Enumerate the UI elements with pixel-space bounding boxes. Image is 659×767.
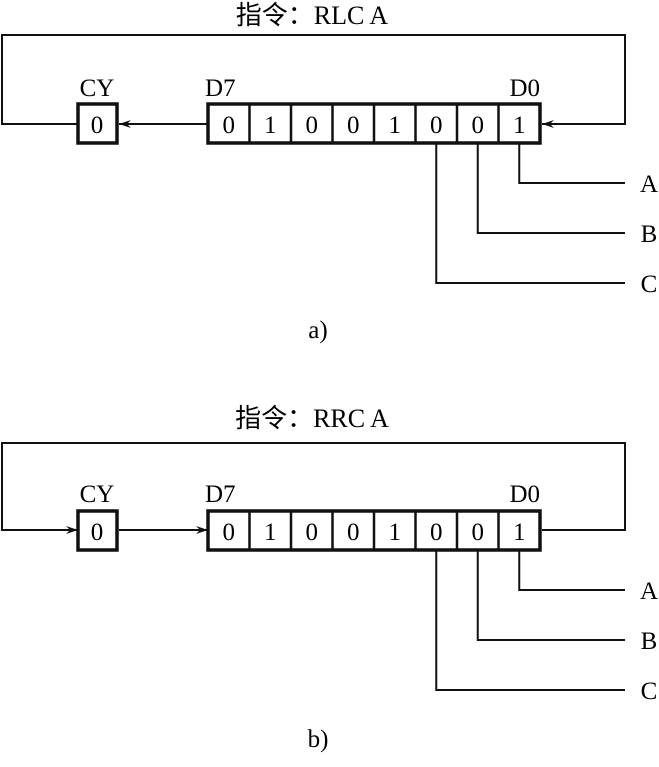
- msb-label: D7: [205, 481, 236, 508]
- tap-label-a: A: [640, 171, 658, 198]
- carry-flag-box: [76, 509, 119, 552]
- feedback-loop-line: [1, 34, 626, 128]
- bit-value-d4: 0: [347, 112, 360, 139]
- carry-label: CY: [80, 75, 115, 102]
- msb-label: D7: [205, 75, 236, 102]
- bit-value-d3: 1: [389, 112, 402, 139]
- bit-value-d2: 0: [430, 112, 443, 139]
- tap-line-c: [435, 143, 625, 284]
- bit-value-d6: 1: [264, 112, 277, 139]
- tap-label-c: C: [641, 271, 658, 298]
- bit-value-d4: 0: [347, 519, 360, 546]
- tap-label-b: B: [641, 221, 658, 248]
- register-bit-cells: 0 1 0 0 1 0 0 1: [223, 511, 526, 550]
- bit-value-d6: 1: [264, 519, 277, 546]
- tap-line-b: [476, 143, 625, 234]
- bit-taps: ABC: [435, 143, 658, 298]
- rrc-diagram: 指令：RRC A CY 0 D7 D0 0 1 0 0 1 0 0 1 ABC b): [1, 404, 658, 753]
- tap-label-c: C: [641, 678, 658, 705]
- diagram-caption: a): [308, 317, 327, 344]
- bit-value-d7: 0: [223, 519, 236, 546]
- bit-value-d1: 0: [472, 112, 485, 139]
- tap-line-c: [435, 550, 625, 691]
- bit-value-d2: 0: [430, 519, 443, 546]
- bit-value-d3: 1: [389, 519, 402, 546]
- tap-label-a: A: [640, 578, 658, 605]
- carry-value: 0: [91, 519, 104, 546]
- diagram-title: 指令：RRC A: [235, 404, 389, 433]
- bit-value-d5: 0: [306, 519, 319, 546]
- diagram-caption: b): [308, 726, 329, 753]
- carry-value: 0: [91, 112, 104, 139]
- bit-value-d7: 0: [223, 112, 236, 139]
- tap-line-b: [476, 550, 625, 641]
- lsb-label: D0: [509, 481, 540, 508]
- bit-taps: ABC: [435, 550, 658, 705]
- carry-flag-box: [76, 102, 119, 145]
- carry-label: CY: [80, 481, 115, 508]
- tap-line-a: [518, 550, 625, 591]
- rlc-diagram: 指令：RLC A CY 0 D7 D0 0 1 0 0 1 0 0 1 ABC a): [1, 1, 658, 344]
- tap-label-b: B: [641, 628, 658, 655]
- tap-line-a: [518, 143, 625, 184]
- diagram-title: 指令：RLC A: [236, 1, 389, 30]
- feedback-loop-line: [1, 442, 626, 534]
- lsb-label: D0: [509, 75, 540, 102]
- bit-value-d5: 0: [306, 112, 319, 139]
- register-bit-cells: 0 1 0 0 1 0 0 1: [223, 104, 526, 143]
- bit-value-d1: 0: [472, 519, 485, 546]
- bit-value-d0: 1: [513, 112, 526, 139]
- bit-value-d0: 1: [513, 519, 526, 546]
